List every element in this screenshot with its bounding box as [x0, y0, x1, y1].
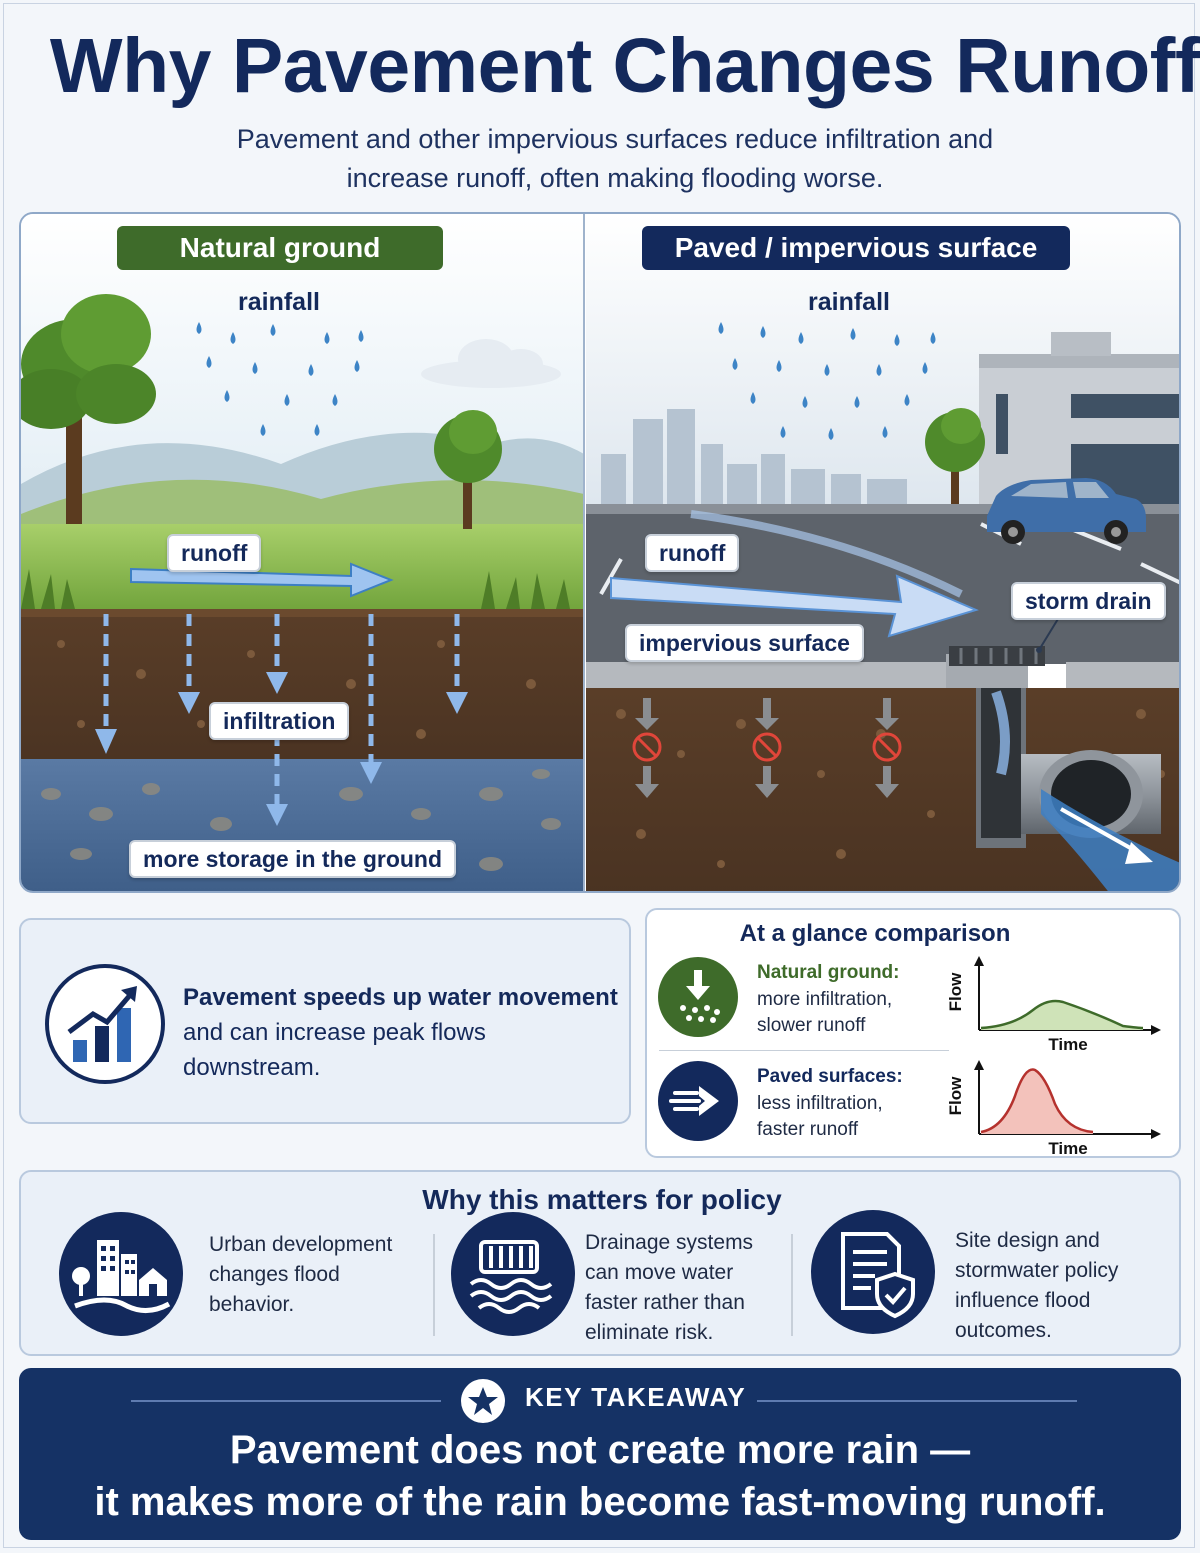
- blocked-infiltration-icons: [632, 698, 902, 798]
- policy-text-1-line-2: changes flood: [209, 1263, 340, 1286]
- paved-rainfall-label: rainfall: [808, 288, 890, 316]
- natural-ylabel: Flow: [946, 972, 965, 1011]
- paved-hydrograph: Flow Time: [946, 1060, 1161, 1158]
- natural-hydrograph: Flow Time: [946, 956, 1161, 1054]
- policy-text-2-line-1: Drainage systems: [585, 1231, 754, 1254]
- natural-ground-heading: Natural ground: [117, 226, 443, 270]
- paved-surface-heading: Paved / impervious surface: [642, 226, 1070, 270]
- policy-text-2-line-3: faster rather than: [585, 1291, 745, 1314]
- page-subtitle: Pavement and other impervious surfaces r…: [236, 124, 994, 193]
- glance-paved-line1: less infiltration,: [757, 1093, 883, 1114]
- natural-runoff-label: runoff: [167, 534, 262, 572]
- policy-panel: Why this matters for policy Urban develo…: [19, 1170, 1181, 1356]
- star-badge-icon: [461, 1379, 505, 1423]
- policy-title: Why this matters for policy: [422, 1184, 782, 1215]
- rain-drops-natural: [196, 322, 364, 436]
- city-buildings-icon: [59, 1212, 183, 1336]
- policy-text-3-line-1: Site design and: [955, 1229, 1100, 1252]
- fast-flow-icon: [658, 1061, 738, 1141]
- takeaway-line-2: it makes more of the rain become fast-mo…: [94, 1480, 1106, 1524]
- peak-flow-panel: Pavement speeds up water movement and ca…: [19, 918, 631, 1124]
- infiltration-label: infiltration: [209, 702, 350, 740]
- page-title: Why Pavement Changes Runoff: [49, 23, 1200, 109]
- glance-divider: [659, 1050, 949, 1051]
- comparison-scene: Natural ground Paved / impervious surfac…: [19, 212, 1181, 893]
- glance-paved-line2: faster runoff: [757, 1119, 859, 1140]
- policy-divider-1: [433, 1234, 435, 1336]
- impervious-surface-label: impervious surface: [625, 624, 864, 662]
- policy-text-1-line-1: Urban development: [209, 1233, 393, 1256]
- policy-text-3-line-3: influence flood: [955, 1289, 1091, 1312]
- policy-divider-2: [791, 1234, 793, 1336]
- paved-xlabel: Time: [1048, 1139, 1087, 1158]
- peak-flow-bold: Pavement speeds up water movement: [183, 984, 618, 1011]
- policy-text-3-line-4: outcomes.: [955, 1319, 1052, 1342]
- takeaway-rule-right: [757, 1400, 1077, 1402]
- glance-comparison-panel: At a glance comparison Natural ground: m…: [645, 908, 1181, 1158]
- glance-natural-line2: slower runoff: [757, 1015, 866, 1036]
- glance-natural-body: more infiltration, slower runoff: [757, 987, 892, 1039]
- paved-ylabel: Flow: [946, 1076, 965, 1115]
- glance-natural-line1: more infiltration,: [757, 989, 893, 1010]
- policy-document-icon: [811, 1210, 935, 1334]
- storm-drain-label: storm drain: [1011, 582, 1166, 620]
- policy-text-3-line-2: stormwater policy: [955, 1259, 1119, 1282]
- peak-flow-rest: and can increase peak flows downstream.: [183, 1019, 486, 1081]
- glance-paved-body: less infiltration, faster runoff: [757, 1091, 883, 1143]
- key-takeaway-panel: KEY TAKEAWAY Pavement does not create mo…: [19, 1368, 1181, 1540]
- glance-paved-head: Paved surfaces:: [757, 1066, 903, 1087]
- policy-text-2-line-2: can move water: [585, 1261, 734, 1284]
- glance-title: At a glance comparison: [739, 920, 1011, 947]
- policy-text-3: Site design and stormwater policy influe…: [955, 1226, 1118, 1346]
- scene-illustration: [21, 214, 1179, 891]
- paved-runoff-label: runoff: [645, 534, 740, 572]
- peak-flow-text: Pavement speeds up water movement and ca…: [183, 980, 623, 1085]
- storm-drain-icon: [451, 1212, 575, 1336]
- rain-drops-paved: [718, 322, 936, 440]
- infiltration-icon: [658, 957, 738, 1037]
- glance-natural-head: Natural ground:: [757, 962, 900, 983]
- takeaway-line-1: Pavement does not create more rain —: [229, 1428, 971, 1472]
- takeaway-text: Pavement does not create more rain — it …: [19, 1424, 1181, 1528]
- natural-xlabel: Time: [1048, 1035, 1087, 1054]
- policy-text-2: Drainage systems can move water faster r…: [585, 1228, 753, 1348]
- policy-text-2-line-4: eliminate risk.: [585, 1321, 714, 1344]
- policy-text-1: Urban development changes flood behavior…: [209, 1230, 392, 1320]
- natural-rainfall-label: rainfall: [238, 288, 320, 316]
- takeaway-label: KEY TAKEAWAY: [525, 1382, 747, 1412]
- takeaway-rule-left: [131, 1400, 441, 1402]
- policy-text-1-line-3: behavior.: [209, 1293, 295, 1316]
- ground-storage-label: more storage in the ground: [129, 840, 457, 878]
- rising-bar-chart-icon: [45, 964, 165, 1084]
